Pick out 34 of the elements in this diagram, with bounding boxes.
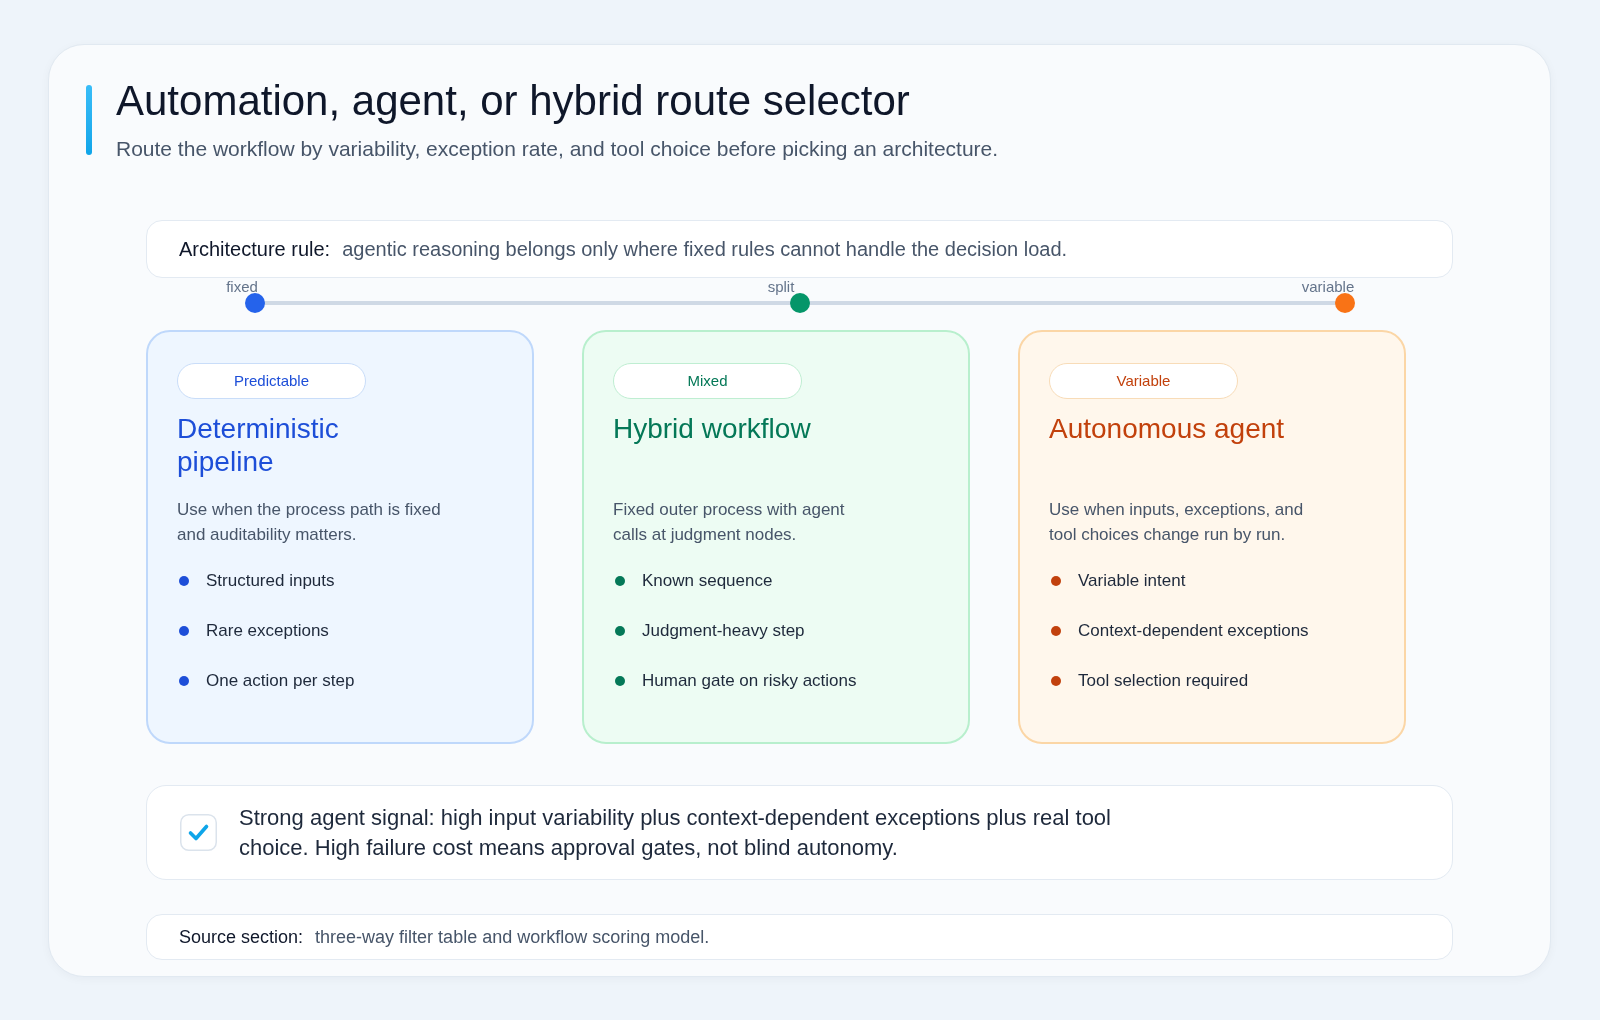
scale-label: split: [766, 278, 796, 296]
card-heading: Autonomous agent: [1049, 412, 1286, 445]
panel-text: three-way filter table and workflow scoring model.: [315, 925, 710, 949]
bullet-text: Rare exceptions: [206, 620, 329, 643]
bullet-text: One action per step: [206, 670, 355, 693]
source-panel: [146, 914, 1453, 960]
bullet-text: Structured inputs: [206, 570, 335, 593]
option-card: [1018, 330, 1406, 744]
card-description: Fixed outer process with agent calls at judgment nodes.: [613, 499, 846, 546]
subtitle: Route the workflow by variability, exception rate, and tool choice before picking an architecture.: [116, 136, 999, 162]
category-pill: Variable: [1049, 363, 1238, 399]
bullet-text: Context-dependent exceptions: [1078, 620, 1309, 643]
option-card: [146, 330, 534, 744]
title: Automation, agent, or hybrid route selector: [116, 77, 910, 125]
scale-label: fixed: [225, 278, 259, 296]
category-pill: Mixed: [613, 363, 802, 399]
card-description: Use when the process path is fixed and auditability matters.: [177, 499, 442, 546]
category-pill: Predictable: [177, 363, 366, 399]
bullet-text: Judgment-heavy step: [642, 620, 805, 643]
card-heading: Hybrid workflow: [613, 412, 812, 445]
bullet-text: Known sequence: [642, 570, 773, 593]
card-heading: Deterministic pipeline: [177, 412, 340, 478]
card-description: Use when inputs, exceptions, and tool choices change run by run.: [1049, 499, 1305, 546]
bullet-text: Tool selection required: [1078, 670, 1249, 693]
bullet-text: Human gate on risky actions: [642, 670, 857, 693]
panel-label: Architecture rule:: [179, 237, 331, 262]
scale-label: variable: [1300, 278, 1356, 296]
rule-panel: [146, 220, 1453, 278]
bullet-text: Variable intent: [1078, 570, 1186, 593]
option-card: [582, 330, 970, 744]
signal-panel: [146, 785, 1453, 880]
panel-label: Source section:: [179, 925, 304, 949]
signal-text: Strong agent signal: high input variability plus context-dependent exceptions plus real tool choice. High failure cost means approval gates, not blind autonomy.: [239, 803, 1112, 862]
panel-text: agentic reasoning belongs only where fixed rules cannot handle the decision load.: [342, 237, 1068, 262]
